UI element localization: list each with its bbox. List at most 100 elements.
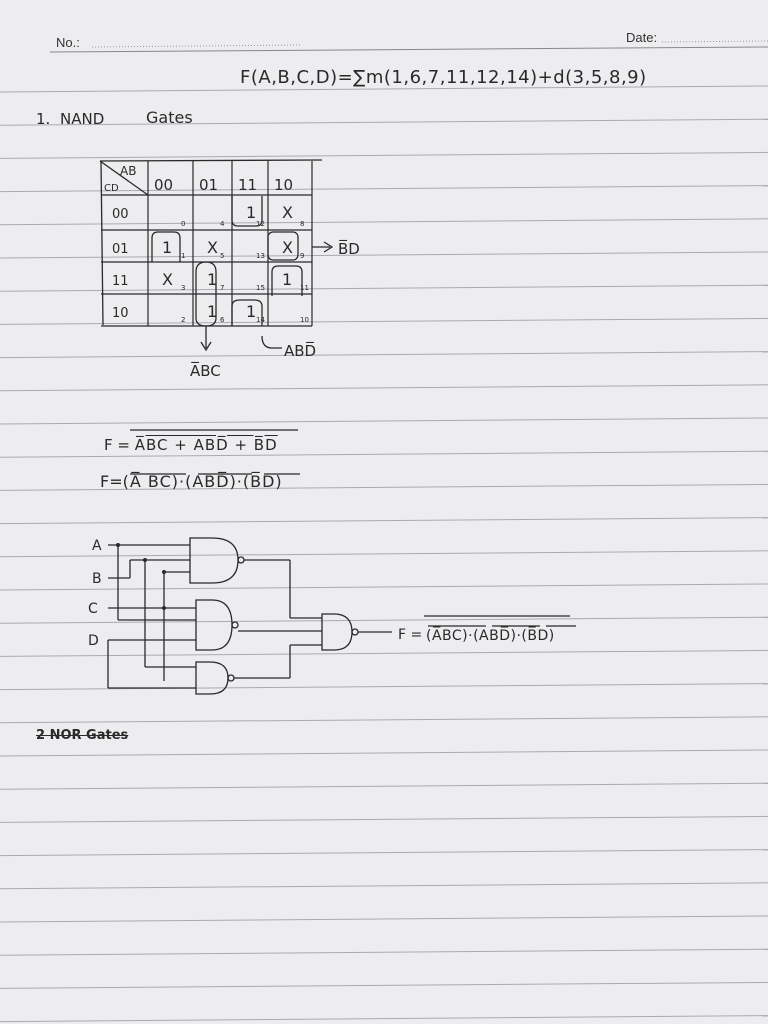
input-label-b: B — [92, 571, 102, 587]
section-2-title: 2 NOR Gates — [36, 728, 129, 743]
kmap-cell-value: X — [282, 203, 293, 222]
section-number: 1. — [36, 110, 51, 128]
kmap-cell-index: 13 — [256, 252, 265, 260]
junction-c2 — [162, 570, 166, 574]
group-label-bd: B̅D — [338, 239, 360, 258]
kmap-cell-index: 5 — [220, 252, 224, 260]
abc-arrow-head — [200, 341, 212, 352]
ruled-line — [0, 218, 768, 226]
kmap-row-header: 11 — [112, 274, 129, 289]
bd-arrow-head — [323, 241, 334, 253]
abd-arrow — [261, 335, 282, 349]
date-label: Date: — [626, 30, 658, 45]
ruled-line — [0, 85, 768, 93]
ruled-line — [0, 782, 768, 790]
junction-c — [162, 606, 166, 610]
function-definition: F(A,B,C,D)=∑m(1,6,7,11,12,14)+d(3,5,8,9) — [240, 67, 647, 88]
equation-line-2: F=(A̅ BC)·(ABD̅)·(B̅D) — [100, 472, 283, 491]
ruled-line — [0, 815, 768, 823]
kmap-top-border — [99, 159, 323, 162]
kmap-cell-index: 7 — [220, 284, 224, 292]
ruled-line — [0, 317, 768, 325]
nand-gate-final-bubble — [351, 628, 359, 636]
kmap-row-header: 10 — [112, 306, 129, 321]
kmap-cell-value: 1 — [162, 238, 172, 257]
equation-1-prefix: F = — [104, 436, 135, 454]
ruled-line — [0, 118, 768, 126]
kmap-row-header: 00 — [112, 207, 129, 222]
ruled-line — [0, 849, 768, 857]
ruled-line — [0, 915, 768, 923]
output-expression: (A̅BC)·(ABD̅)·(B̅D) — [426, 626, 555, 644]
kmap-row-header: 01 — [112, 242, 129, 257]
kmap-cell-value: X — [282, 238, 293, 257]
ruled-line — [0, 517, 768, 525]
section-subtitle: Gates — [146, 108, 193, 127]
kmap-cell-value: 1 — [282, 270, 292, 289]
group-label-abd: ABD̅ — [284, 341, 316, 360]
kmap-cell-value: X — [162, 270, 173, 289]
group-m1-loop — [151, 231, 181, 262]
group-m11-loop — [271, 265, 303, 296]
ruled-line — [0, 251, 768, 259]
input-label-a: A — [92, 538, 102, 554]
kmap-cell-index: 4 — [220, 220, 225, 228]
ruled-line — [0, 616, 768, 624]
nand-gate-2-bubble — [231, 621, 239, 629]
kmap-cell-index: 6 — [220, 316, 225, 324]
ruled-line — [0, 716, 768, 724]
ruled-line — [0, 450, 768, 458]
equation-2-expression: (A̅ BC)·(ABD̅)·(B̅D) — [122, 472, 283, 491]
group-label-abc: A̅BC — [190, 361, 221, 380]
group-abd-arch — [231, 299, 263, 326]
equation-2-prefix: F= — [100, 472, 123, 491]
input-label-c: C — [88, 601, 98, 617]
kmap-cell-index: 9 — [300, 252, 304, 260]
kmap-corner-cd: CD — [104, 183, 119, 194]
ruled-line — [0, 151, 768, 159]
kmap-cell-index: 10 — [300, 316, 309, 324]
kmap-left-border — [100, 160, 104, 326]
kmap-cell-index: 0 — [181, 220, 185, 228]
ruled-line — [0, 417, 768, 425]
ruled-line — [0, 649, 768, 657]
kmap-cell-value: 1 — [207, 302, 217, 321]
ruled-line — [0, 583, 768, 591]
kmap-cell-index: 2 — [181, 316, 185, 324]
group-abc-capsule — [195, 261, 217, 327]
kmap-cell-value: 1 — [246, 203, 256, 222]
nand-gate-1 — [189, 537, 239, 584]
kmap-col-header: 10 — [274, 176, 293, 194]
ruled-line — [0, 185, 768, 193]
kmap-col-header: 00 — [154, 176, 173, 194]
output-prefix: F = — [398, 627, 422, 643]
ruled-line — [0, 948, 768, 956]
ruled-line — [0, 284, 768, 292]
ruled-line — [0, 384, 768, 392]
ruled-line — [0, 483, 768, 491]
group-m12-loop — [231, 196, 263, 227]
kmap-col-header: 01 — [199, 176, 218, 194]
kmap-cell-index: 3 — [181, 284, 185, 292]
nand-gate-2 — [195, 599, 233, 651]
nand-gate-1-bubble — [237, 556, 245, 564]
kmap-cell-value: 1 — [207, 270, 217, 289]
kmap-cell-index: 15 — [256, 284, 265, 292]
kmap-cell-value: X — [207, 238, 218, 257]
group-bd-box — [267, 231, 299, 261]
kmap-col-header: 11 — [238, 176, 257, 194]
kmap-cell-index: 14 — [256, 316, 265, 324]
kmap-corner-diagonal — [99, 160, 149, 196]
header-rule — [49, 46, 768, 53]
kmap-corner-ab: AB — [120, 164, 136, 178]
junction-b — [143, 558, 147, 562]
equation-1-expression: A̅BC + ABD̅ + B̅D — [134, 436, 278, 454]
ruled-line — [0, 550, 768, 558]
section-title: NAND — [60, 110, 105, 128]
ruled-line — [0, 1015, 768, 1023]
